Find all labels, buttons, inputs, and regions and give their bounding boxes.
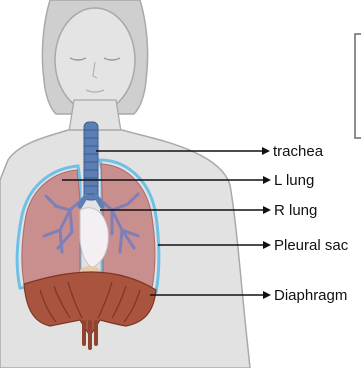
label-right-lung: R lung [274,202,317,219]
label-diaphragm: Diaphragm [274,287,347,304]
diaphragm-crura [84,322,96,348]
arrowhead-diaphragm [263,291,271,299]
arrowhead-pleural-sac [263,241,271,249]
cropped-panel-edge [355,34,361,138]
label-left-lung: L lung [274,172,314,189]
trachea-tube [84,122,98,200]
face [55,8,135,112]
label-trachea: trachea [273,143,324,160]
arrowhead-left-lung [263,176,271,184]
arrowhead-right-lung [263,206,271,214]
arrowhead-trachea [262,147,270,155]
label-pleural-sac: Pleural sac [274,237,349,254]
